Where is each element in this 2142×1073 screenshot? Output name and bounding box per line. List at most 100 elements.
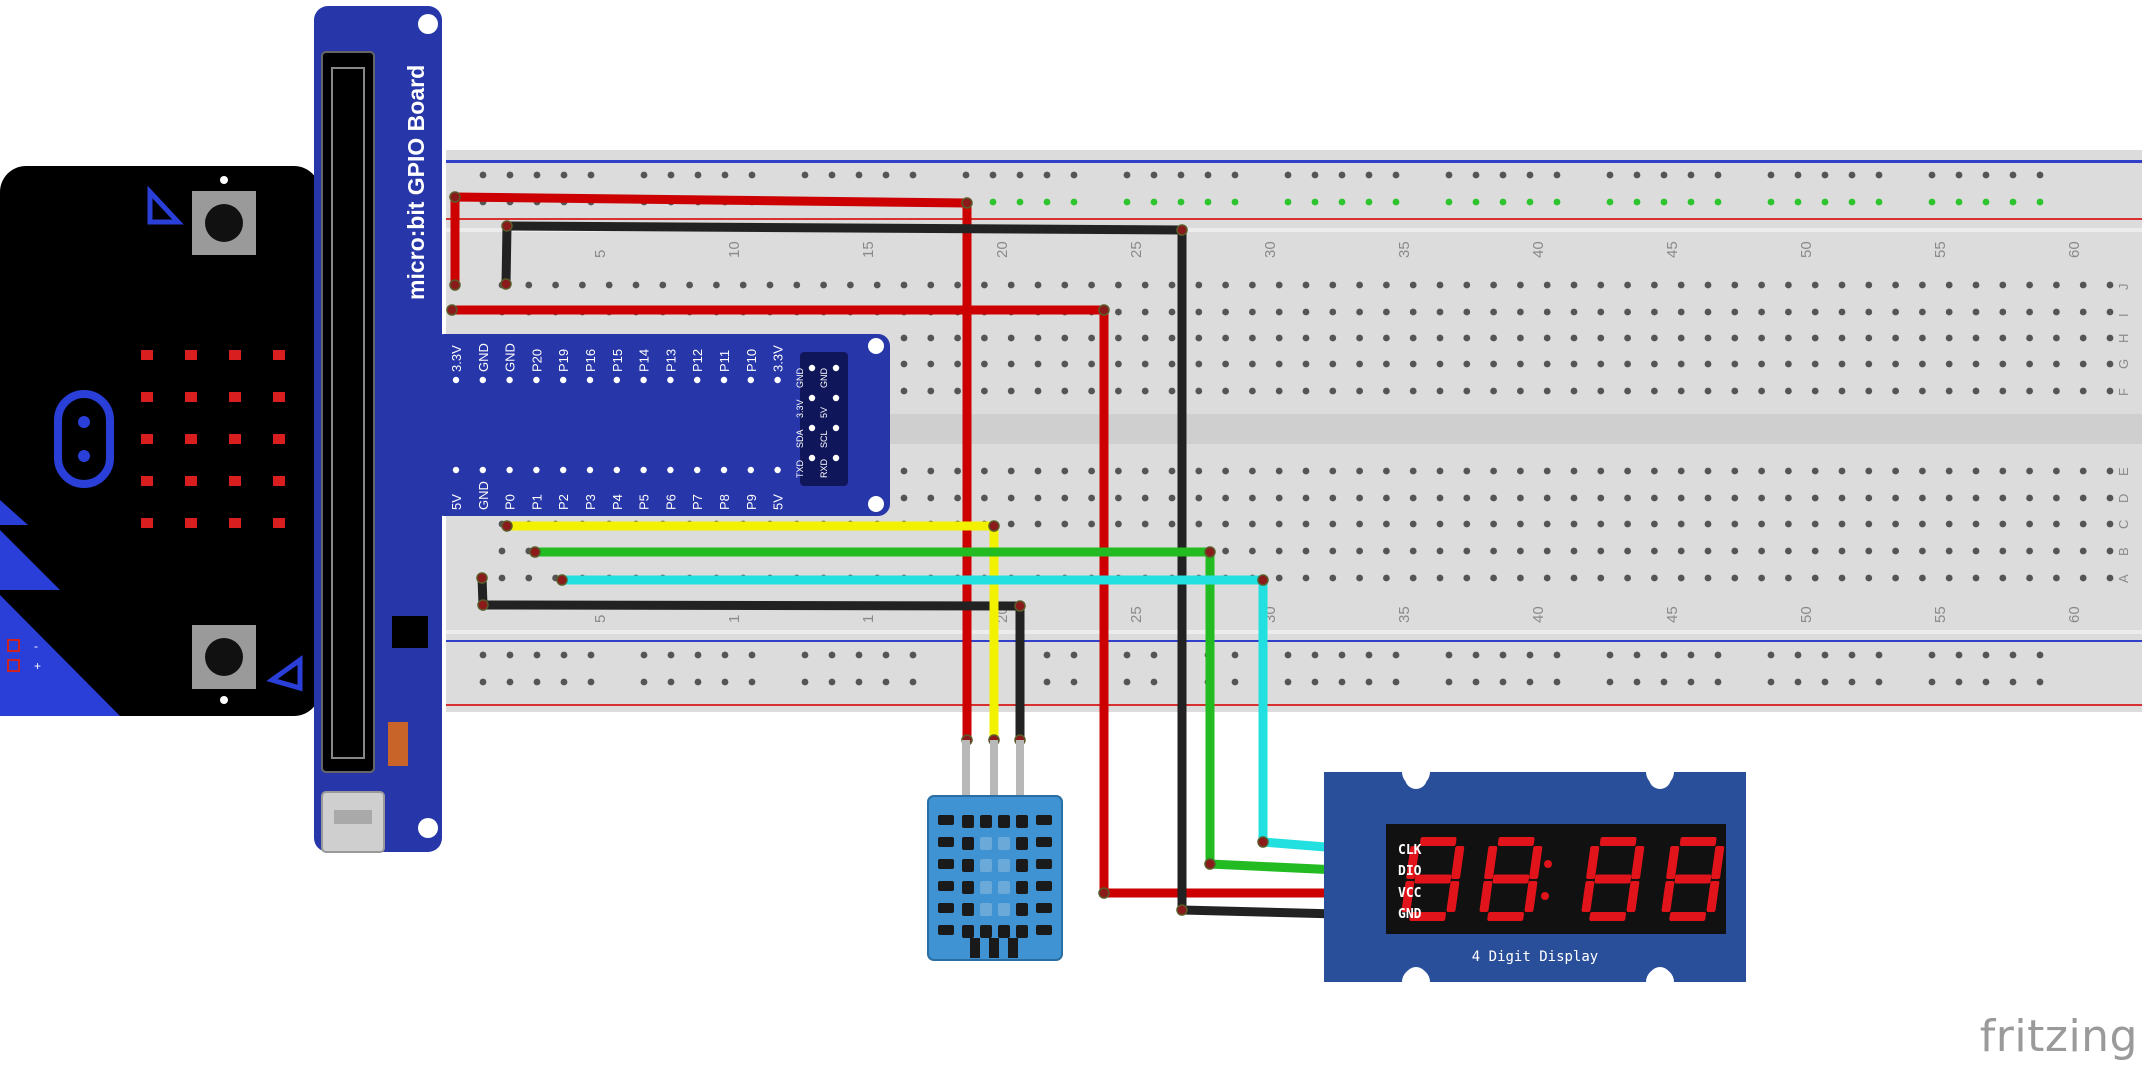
breadboard-hole: [1677, 547, 1685, 555]
breadboard-hole: [1785, 547, 1792, 555]
top-pin-label: 3.3V: [771, 345, 786, 372]
microbit-logo-icon: [54, 390, 114, 488]
wire-endpoint: [1098, 304, 1110, 316]
breadboard-hole: [2009, 171, 2017, 179]
grille-cell: [1016, 837, 1028, 850]
breadboard-hole: [1660, 171, 1668, 179]
breadboard-hole: [1731, 520, 1739, 528]
breadboard-hole: [927, 360, 935, 368]
edge-triangle: [0, 595, 120, 716]
breadboard-hole: [882, 678, 890, 686]
breadboard-hole: [1838, 281, 1846, 289]
breadboard-hole: [989, 171, 997, 179]
breadboard-hole: [1767, 198, 1775, 206]
column-number: 50: [1798, 241, 1815, 258]
breadboard-hole: [667, 171, 675, 179]
breadboard-hole: [525, 281, 533, 289]
column-number: 15: [860, 241, 877, 258]
breadboard-hole: [1758, 467, 1765, 475]
breadboard-hole: [1999, 360, 2007, 368]
breadboard-hole: [1383, 281, 1390, 289]
breadboard-hole: [686, 281, 693, 289]
sensor-grille: [938, 815, 1052, 958]
header-pin: [747, 376, 754, 384]
breadboard-hole: [1168, 467, 1176, 475]
breadboard-hole: [533, 171, 541, 179]
grille-slot: [1036, 881, 1052, 891]
breadboard-hole: [1570, 467, 1578, 475]
grille-cell: [980, 837, 992, 850]
breadboard-hole: [1249, 494, 1256, 502]
breadboard-hole: [2079, 387, 2087, 395]
breadboard-hole: [1231, 198, 1239, 206]
breadboard-hole: [1499, 198, 1507, 206]
breadboard-hole: [1651, 494, 1658, 502]
power-connector: [388, 722, 408, 766]
rail-separator: [446, 228, 2142, 232]
side-header: [800, 352, 848, 486]
breadboard-hole: [1034, 281, 1042, 289]
breadboard-hole: [1499, 678, 1507, 686]
mount-hole: [418, 818, 438, 838]
breadboard-hole: [981, 360, 988, 368]
breadboard-hole: [1356, 520, 1363, 528]
breadboard-hole: [1195, 281, 1203, 289]
breadboard-hole: [1517, 281, 1524, 289]
breadboard-hole: [1999, 574, 2007, 582]
led: [185, 392, 197, 402]
microbit-body: [0, 166, 320, 716]
breadboard-hole: [533, 678, 541, 686]
led: [229, 476, 241, 486]
breadboard-hole: [1222, 308, 1229, 316]
breadboard-hole: [1543, 494, 1551, 502]
breadboard-hole: [1982, 651, 1990, 659]
breadboard-hole: [1875, 651, 1883, 659]
breadboard-hole: [748, 171, 756, 179]
breadboard-hole: [1007, 467, 1015, 475]
breadboard-hole: [1141, 308, 1149, 316]
breadboard-hole: [1150, 171, 1158, 179]
breadboard-hole: [1660, 651, 1668, 659]
breadboard-hole: [1785, 360, 1792, 368]
breadboard-hole: [1838, 308, 1846, 316]
top-pin-label: P20: [529, 349, 544, 372]
side-pin-label: SDA: [795, 429, 805, 448]
breadboard-hole: [1088, 467, 1095, 475]
led: [185, 434, 197, 444]
breadboard-hole: [694, 678, 702, 686]
breadboard-hole: [2036, 651, 2044, 659]
breadboard-hole: [1061, 520, 1069, 528]
column-number: 50: [1798, 606, 1815, 623]
breadboard-hole: [1999, 334, 2007, 342]
digit-segment: [1529, 846, 1543, 879]
breadboard-hole: [479, 651, 487, 659]
led: [229, 434, 241, 444]
breadboard-hole: [1302, 308, 1310, 316]
breadboard-hole: [1409, 387, 1417, 395]
breadboard-hole: [954, 360, 961, 368]
bottom-pin-label: P9: [744, 494, 759, 510]
breadboard-hole: [1249, 281, 1256, 289]
breadboard-hole: [1115, 387, 1122, 395]
breadboard-hole: [1687, 678, 1695, 686]
breadboard-hole: [1356, 281, 1363, 289]
breadboard-hole: [552, 281, 559, 289]
breadboard-hole: [1436, 467, 1444, 475]
column-number: 45: [1664, 606, 1681, 623]
digit-segment: [1626, 881, 1640, 912]
breadboard-hole: [1195, 334, 1203, 342]
breadboard-hole: [2106, 387, 2114, 395]
breadboard-hole: [1043, 651, 1051, 659]
breadboard-hole: [1597, 387, 1605, 395]
breadboard-hole: [1606, 171, 1614, 179]
breadboard-hole: [1383, 574, 1390, 582]
breadboard-hole: [828, 651, 836, 659]
digit-segment: [1631, 846, 1645, 879]
breadboard-hole: [721, 651, 729, 659]
breadboard-hole: [981, 387, 988, 395]
breadboard-hole: [533, 651, 541, 659]
breadboard-hole: [1016, 171, 1024, 179]
digit-segment: [1706, 881, 1720, 912]
wire-endpoint: [1176, 224, 1188, 236]
